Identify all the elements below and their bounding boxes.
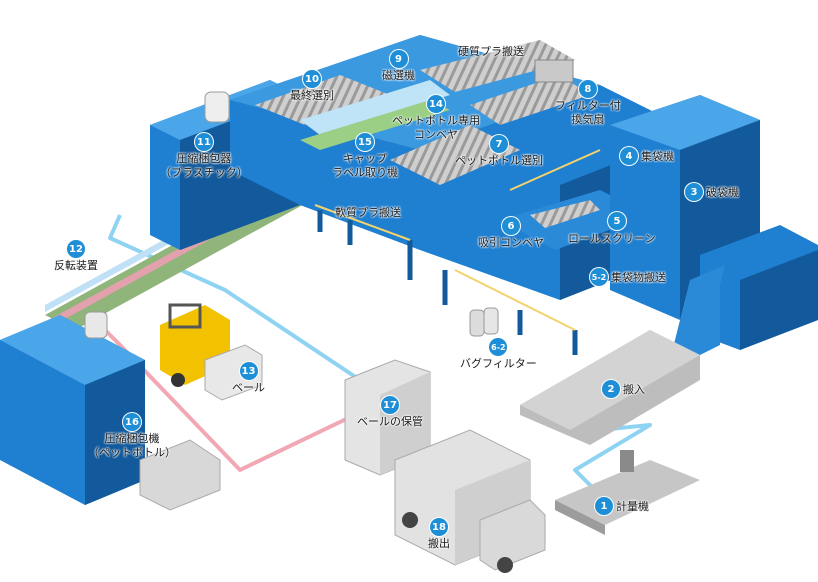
step-4-badge: 4 [620, 147, 638, 165]
step-5-2-label: 5-2 集袋物搬送 [590, 268, 666, 286]
step-10-text: 最終選別 [290, 89, 334, 102]
step-10-badge: 10 [303, 70, 321, 88]
step-2-label: 2 搬入 [602, 380, 645, 398]
step-14-text: ペットボトル専用 [392, 114, 480, 127]
step-13-badge: 13 [239, 362, 258, 380]
step-15-text: キャップ [343, 152, 387, 165]
step-2-badge: 2 [602, 380, 620, 398]
step-12-label: 12 反転装置 [54, 240, 98, 272]
step-14-label: 14 ペットボトル専用 コンベヤ [392, 95, 480, 141]
step-3-label: 3 破袋機 [685, 183, 739, 201]
step-7-text: ペットボトル選別 [455, 154, 543, 167]
step-17-label: 17 ベールの保管 [357, 396, 423, 428]
step-16-badge: 16 [123, 413, 141, 431]
soft-plastic-text: 軟質プラ搬送 [335, 206, 401, 219]
step-6-badge: 6 [502, 217, 520, 235]
step-1-label: 1 計量機 [595, 497, 649, 515]
step-15-label: 15 キャップ ラベル取り機 [332, 133, 398, 179]
step-5-badge: 5 [608, 212, 626, 230]
step-4-text: 集袋機 [641, 149, 674, 163]
forklift [160, 303, 263, 401]
step-6-text: 吸引コンベヤ [478, 236, 544, 249]
bag-filter-tanks [469, 307, 499, 337]
weighing-scale [555, 450, 700, 535]
step-15-badge: 15 [356, 133, 374, 151]
step-6-2-label: 6-2 バグフィルター [460, 338, 537, 370]
step-5-text: ロールスクリーン [568, 232, 656, 245]
step-16-label: 16 圧縮梱包機 （ペットボトル） [88, 413, 176, 459]
step-5-2-text: 集袋物搬送 [611, 270, 666, 284]
truck [394, 429, 546, 573]
step-14-badge: 14 [427, 95, 445, 113]
hard-plastic-text: 硬質プラ搬送 [458, 45, 524, 58]
step-8-label: 8 フィルター付 換気扇 [555, 80, 621, 126]
step-13-text: ベール [232, 381, 265, 394]
step-9-label: 9 磁選機 [382, 50, 415, 82]
support-structures [317, 210, 578, 355]
step-17-badge: 17 [381, 396, 399, 414]
intake-conveyor [670, 265, 725, 360]
step-11-text: 圧縮梱包器 [176, 152, 232, 165]
step-6-2-text: バグフィルター [460, 357, 537, 370]
step-7-label: 7 ペットボトル選別 [455, 135, 543, 167]
step-9-text: 磁選機 [382, 69, 415, 82]
bag-breaker-building [610, 95, 818, 360]
step-16-text: 圧縮梱包機 [104, 432, 160, 445]
step-5-caption: ロールスクリーン [568, 232, 655, 245]
step-18-badge: 18 [430, 518, 448, 536]
step-2-text: 搬入 [623, 382, 645, 396]
step-18-label: 18 搬出 [428, 518, 450, 550]
soft-plastic-label: 軟質プラ搬送 [335, 206, 401, 219]
step-18-text: 搬出 [428, 537, 450, 550]
step-8-badge: 8 [578, 80, 597, 98]
step-9-badge: 9 [389, 50, 408, 68]
step-14-text-2: コンベヤ [414, 128, 458, 141]
step-5-label: 5 [608, 212, 626, 230]
step-13-label: 13 ベール [232, 362, 265, 394]
step-16-text-2: （ペットボトル） [88, 446, 176, 459]
step-10-label: 10 最終選別 [290, 70, 334, 102]
step-11-badge: 11 [194, 133, 213, 151]
step-17-text: ベールの保管 [357, 415, 423, 428]
bale-press-pet-building [0, 311, 221, 511]
railings [314, 149, 601, 331]
step-1-text: 計量機 [616, 499, 649, 513]
step-11-text-2: （プラスチック） [160, 166, 248, 179]
step-11-label: 11 圧縮梱包器 （プラスチック） [160, 133, 248, 179]
step-12-badge: 12 [67, 240, 85, 258]
step-15-text-2: ラベル取り機 [332, 166, 398, 179]
main-sorting-building [230, 35, 700, 300]
step-8-text: フィルター付 [555, 99, 621, 112]
step-5-2-badge: 5-2 [590, 268, 608, 286]
step-7-badge: 7 [490, 135, 508, 153]
step-3-text: 破袋機 [706, 185, 739, 199]
step-8-text-2: 換気扇 [571, 113, 605, 126]
step-3-badge: 3 [685, 183, 703, 201]
step-6-label: 6 吸引コンベヤ [478, 217, 544, 249]
cyan-flow-line-2 [573, 423, 652, 502]
step-4-label: 4 集袋機 [620, 147, 674, 165]
step-6-2-badge: 6-2 [489, 338, 508, 356]
hard-plastic-label: 硬質プラ搬送 [458, 45, 524, 58]
step-1-badge: 1 [595, 497, 613, 515]
step-12-text: 反転装置 [54, 259, 98, 272]
